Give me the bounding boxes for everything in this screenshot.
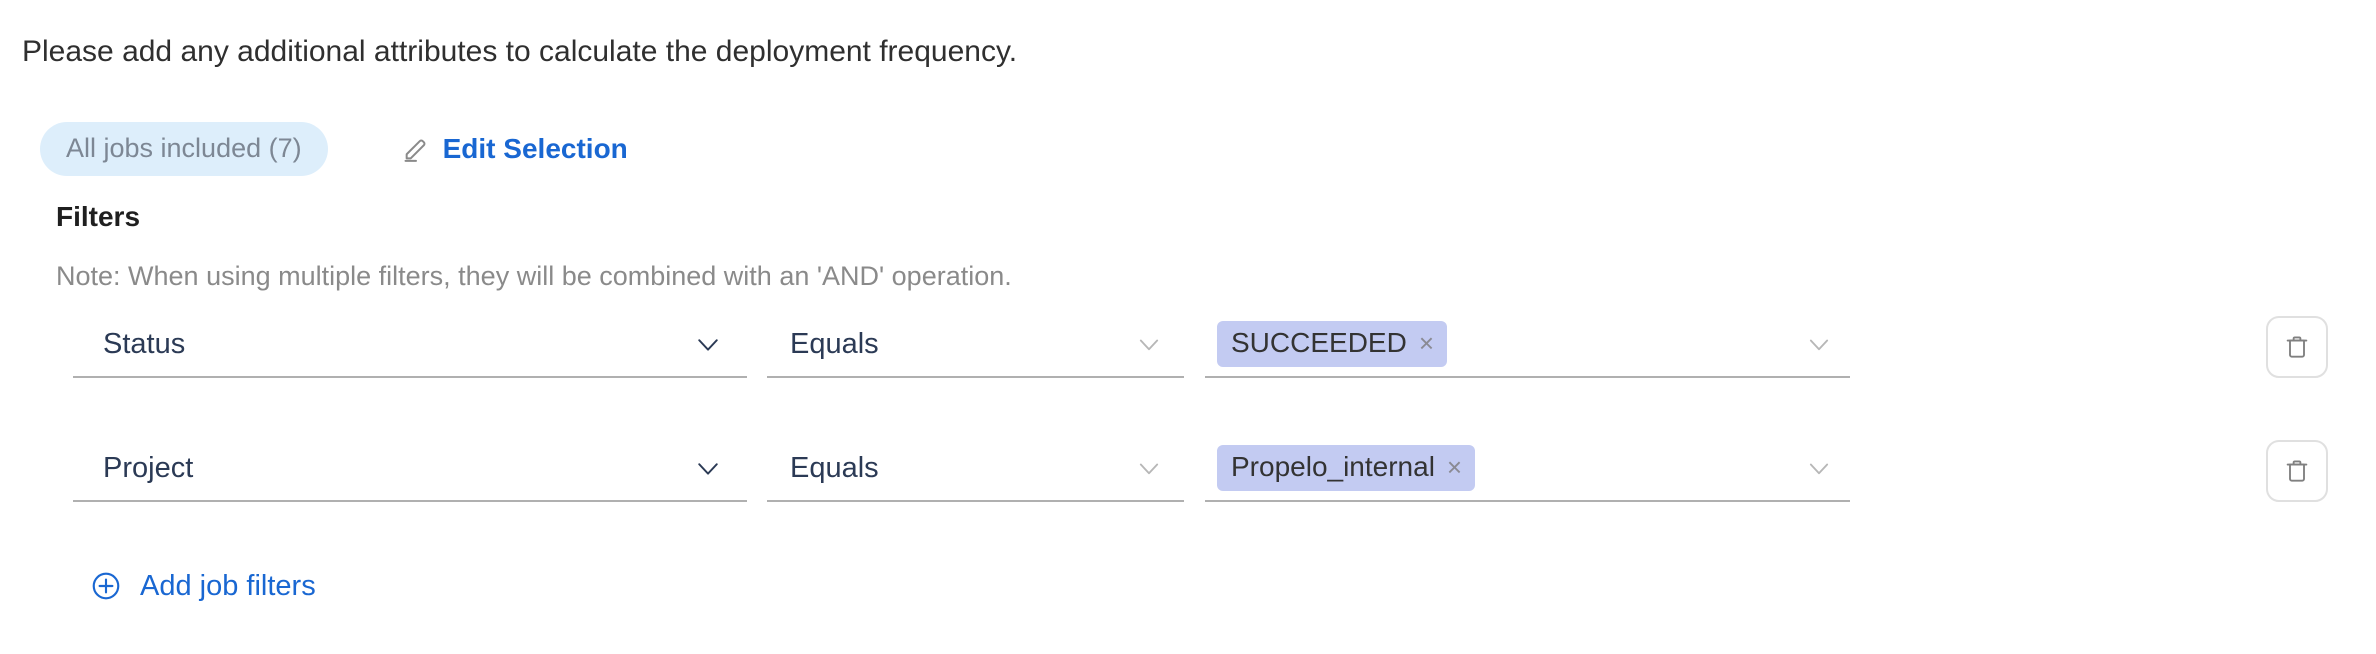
delete-filter-button[interactable] bbox=[2266, 316, 2328, 378]
delete-filter-button[interactable] bbox=[2266, 440, 2328, 502]
filter-attribute-select[interactable]: Project bbox=[73, 436, 747, 502]
filter-value-select[interactable]: Propelo_internal × bbox=[1205, 436, 1850, 502]
trash-icon bbox=[2286, 336, 2308, 358]
filter-value-chips: Propelo_internal × bbox=[1217, 445, 1802, 491]
chevron-down-icon bbox=[1802, 451, 1836, 485]
intro-text: Please add any additional attributes to … bbox=[22, 35, 1018, 68]
filter-attribute-value: Project bbox=[103, 452, 194, 484]
filter-attribute-value: Status bbox=[103, 328, 186, 360]
filter-operator-value: Equals bbox=[790, 452, 879, 484]
chevron-down-icon bbox=[1802, 327, 1836, 361]
filter-value-chips: SUCCEEDED × bbox=[1217, 321, 1802, 367]
filter-attribute-select[interactable]: Status bbox=[73, 312, 747, 378]
chevron-down-icon bbox=[691, 451, 725, 485]
filter-row: Status Equals SUCCEEDED bbox=[0, 312, 2376, 436]
plus-circle-icon bbox=[90, 570, 122, 602]
trash-icon bbox=[2286, 460, 2308, 482]
add-job-filters-label: Add job filters bbox=[140, 570, 316, 602]
edit-selection-label: Edit Selection bbox=[442, 133, 628, 164]
close-icon[interactable]: × bbox=[1418, 328, 1434, 358]
chevron-down-icon bbox=[1132, 327, 1166, 361]
filter-operator-select[interactable]: Equals bbox=[767, 436, 1184, 502]
job-selection-row: All jobs included (7) Edit Selection bbox=[40, 122, 628, 176]
filters-heading: Filters bbox=[56, 201, 141, 232]
filter-value-chip-label: Propelo_internal bbox=[1231, 451, 1435, 482]
chevron-down-icon bbox=[691, 327, 725, 361]
filters-note: Note: When using multiple filters, they … bbox=[56, 261, 1012, 291]
filter-rows-container: Status Equals SUCCEEDED bbox=[0, 312, 2376, 560]
filter-value-chip[interactable]: Propelo_internal × bbox=[1217, 445, 1476, 491]
edit-selection-button[interactable]: Edit Selection bbox=[402, 132, 628, 166]
close-icon[interactable]: × bbox=[1446, 452, 1463, 482]
filter-operator-select[interactable]: Equals bbox=[767, 312, 1184, 378]
filter-value-chip[interactable]: SUCCEEDED × bbox=[1217, 321, 1447, 367]
add-job-filters-button[interactable]: Add job filters bbox=[90, 568, 316, 604]
filter-operator-value: Equals bbox=[790, 328, 879, 360]
pencil-icon bbox=[402, 135, 430, 163]
chevron-down-icon bbox=[1132, 451, 1166, 485]
filter-row: Project Equals Propelo_i bbox=[0, 436, 2376, 560]
filter-value-chip-label: SUCCEEDED bbox=[1231, 327, 1407, 358]
filter-value-select[interactable]: SUCCEEDED × bbox=[1205, 312, 1850, 378]
all-jobs-included-badge: All jobs included (7) bbox=[40, 122, 328, 176]
